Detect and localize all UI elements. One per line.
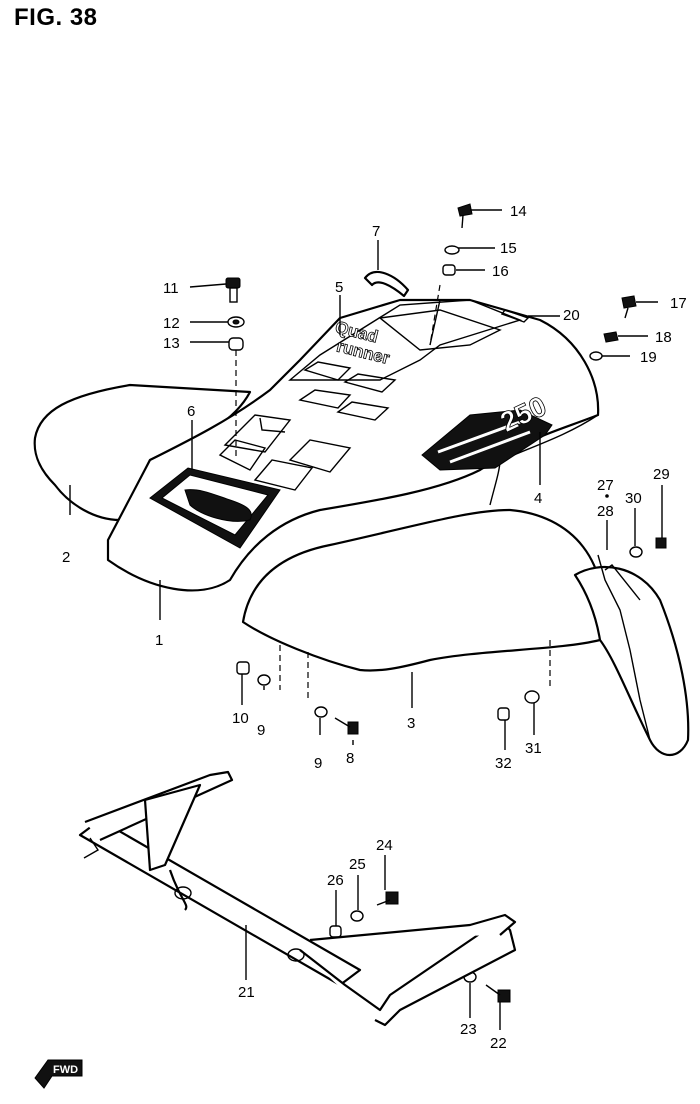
bolt-8 — [347, 721, 359, 735]
rear-carrier — [78, 770, 517, 1027]
callout-3: 3 — [407, 715, 415, 732]
bolt-11 — [225, 277, 241, 289]
washer-19 — [589, 351, 603, 361]
callout-30: 30 — [625, 490, 642, 507]
callout-4: 4 — [534, 490, 542, 507]
bolt-20 — [500, 309, 530, 323]
callout-25: 25 — [349, 856, 366, 873]
callout-7: 7 — [372, 223, 380, 240]
callout-15: 15 — [500, 240, 517, 257]
washer-31 — [524, 690, 540, 704]
nut-16 — [442, 264, 456, 276]
callout-28: 28 — [597, 503, 614, 520]
nut-26 — [329, 925, 342, 938]
callout-19: 19 — [640, 349, 657, 366]
callout-26: 26 — [327, 872, 344, 889]
callout-11: 11 — [163, 280, 179, 297]
callout-12: 12 — [163, 315, 180, 332]
forward-label: FWD — [53, 1064, 78, 1076]
callout-16: 16 — [492, 263, 509, 280]
grommet-13 — [228, 337, 244, 351]
callout-22: 22 — [490, 1035, 507, 1052]
washer-9b — [314, 706, 328, 718]
callout-1: 1 — [155, 632, 163, 649]
deck-vents — [218, 361, 397, 491]
nut-32 — [497, 707, 510, 721]
figure-title: FIG. 38 — [14, 4, 98, 31]
bolt-22 — [497, 989, 511, 1003]
callout-21: 21 — [238, 984, 255, 1001]
forward-arrow: FWD — [34, 1059, 83, 1089]
bolt-17 — [621, 295, 637, 309]
callout-9a: 9 — [257, 722, 265, 739]
callout-2: 2 — [62, 549, 70, 566]
callout-8: 8 — [346, 750, 354, 767]
washer-25 — [350, 910, 364, 922]
center-lines — [235, 284, 551, 700]
callout-32: 32 — [495, 755, 512, 772]
bolt-14 — [457, 203, 473, 217]
callout-27: 27 — [597, 477, 614, 494]
callout-9b: 9 — [314, 755, 322, 772]
hardware — [225, 203, 667, 1003]
washer-9a — [257, 674, 271, 686]
callout-18: 18 — [655, 329, 672, 346]
callout-27-dot — [605, 494, 609, 498]
callout-6: 6 — [187, 403, 195, 420]
nut-18 — [603, 331, 619, 343]
callout-24: 24 — [376, 837, 393, 854]
callout-17: 17 — [670, 295, 687, 312]
clip-7 — [363, 271, 410, 298]
washer-30 — [629, 546, 643, 558]
nut-10 — [236, 661, 250, 675]
callout-31: 31 — [525, 740, 542, 757]
callout-29: 29 — [653, 466, 670, 483]
side-decal — [149, 467, 281, 549]
callout-labels: 1 2 3 4 5 6 7 8 9 9 10 11 12 13 14 15 16… — [62, 203, 687, 1052]
callout-23: 23 — [460, 1021, 477, 1038]
washer-15 — [444, 245, 460, 255]
leader-lines — [69, 209, 663, 1030]
bolt-29 — [655, 537, 667, 549]
bolt-11-shank — [229, 287, 238, 303]
callout-14: 14 — [510, 203, 527, 220]
bolt-24 — [385, 891, 399, 905]
callout-10: 10 — [232, 710, 249, 727]
callout-20: 20 — [563, 307, 580, 324]
callout-13: 13 — [163, 335, 180, 352]
rear-fender — [33, 298, 690, 757]
callout-5: 5 — [335, 279, 343, 296]
